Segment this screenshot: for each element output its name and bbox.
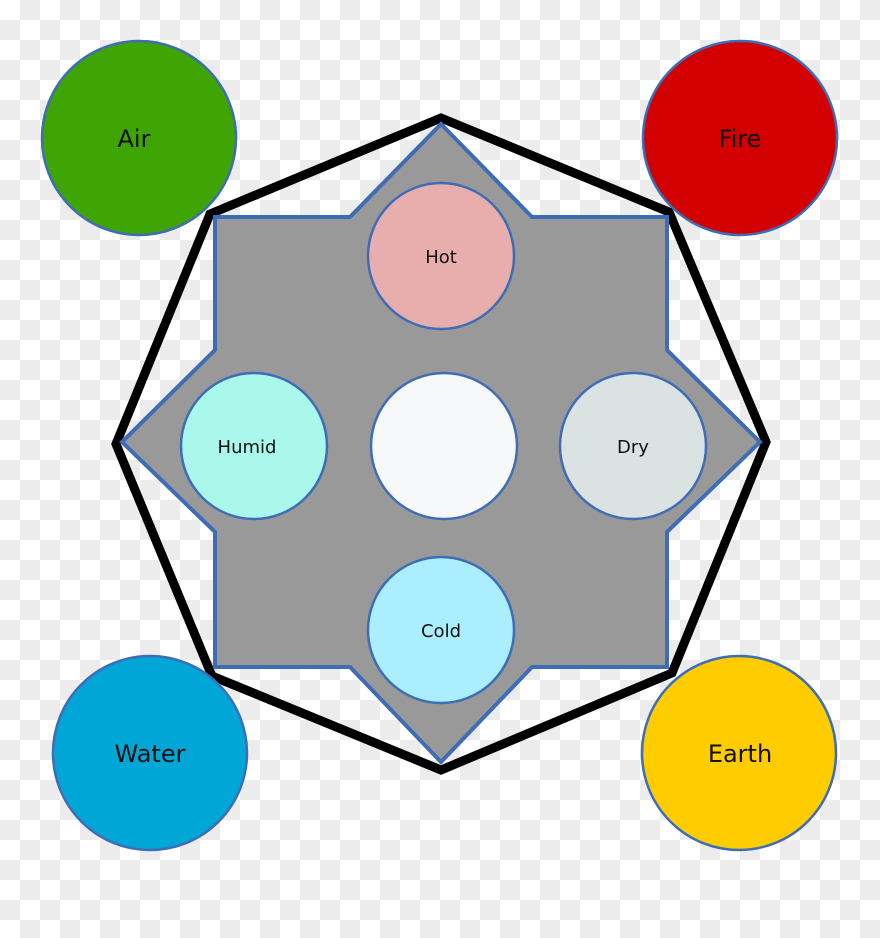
fire-circle	[641, 39, 839, 237]
humid-label: Humid	[218, 437, 277, 458]
quality-center	[369, 371, 519, 521]
quality-hot: Hot	[366, 181, 516, 331]
cold-circle	[366, 555, 516, 705]
humid-circle	[179, 371, 329, 521]
hot-label: Hot	[425, 247, 457, 268]
dry-label: Dry	[617, 437, 649, 458]
earth-label: Earth	[708, 740, 772, 768]
dry-circle	[558, 371, 708, 521]
center-circle	[369, 371, 519, 521]
quality-dry: Dry	[558, 371, 708, 521]
fire-label: Fire	[719, 125, 762, 153]
water-circle	[51, 654, 249, 852]
element-fire: Fire	[641, 39, 839, 237]
air-circle	[40, 39, 238, 237]
octagon-outline	[111, 113, 771, 775]
water-label: Water	[115, 740, 186, 768]
cold-label: Cold	[421, 621, 461, 642]
quality-cold: Cold	[366, 555, 516, 705]
element-air: Air	[40, 39, 238, 237]
air-label: Air	[118, 125, 151, 153]
element-water: Water	[51, 654, 249, 852]
element-earth: Earth	[640, 654, 838, 852]
earth-circle	[640, 654, 838, 852]
hot-circle	[366, 181, 516, 331]
quality-humid: Humid	[179, 371, 329, 521]
